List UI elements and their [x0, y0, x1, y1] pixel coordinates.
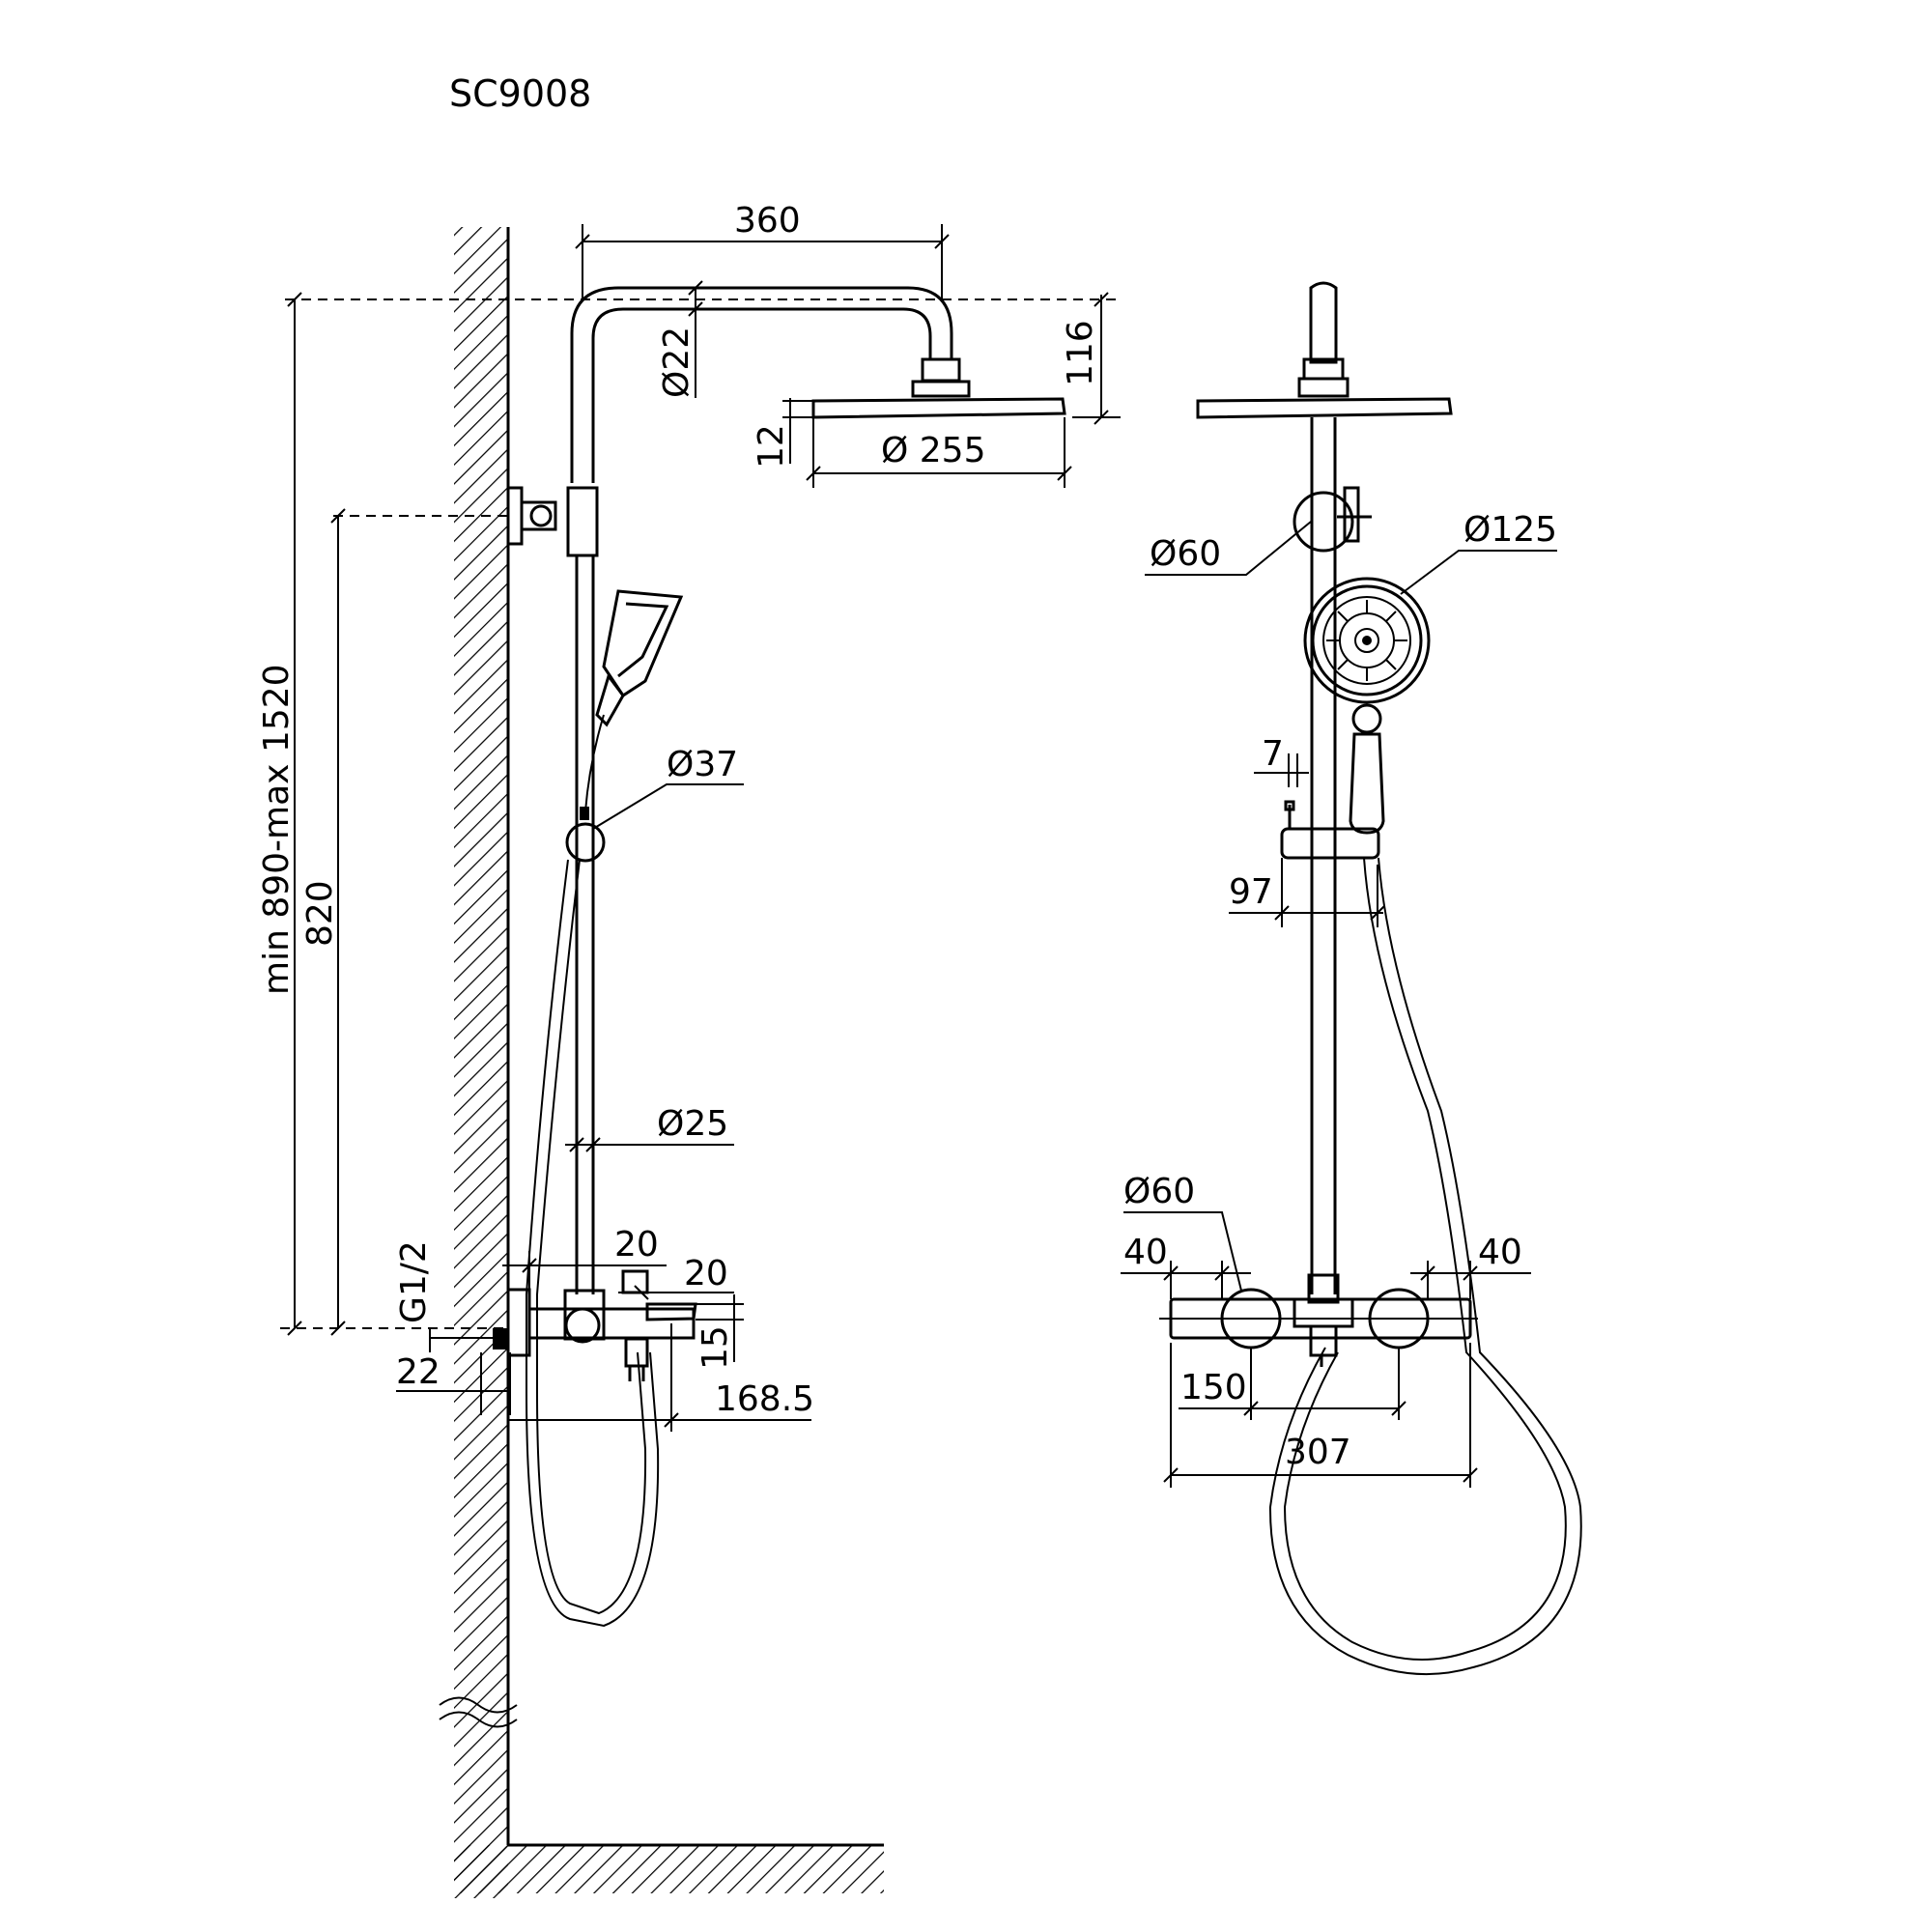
- dim-head-d255: Ø 255: [806, 417, 1072, 488]
- dim-gap-7: 7: [1254, 734, 1309, 787]
- dim-pipe-d22: Ø22: [657, 280, 703, 398]
- vertical-rail: [575, 555, 595, 1294]
- dim-gap-7-label: 7: [1262, 734, 1284, 774]
- dim-15-label: 15: [696, 1325, 735, 1370]
- dim-15: 15: [696, 1294, 744, 1370]
- front-arm-stub: [1297, 281, 1350, 398]
- dim-front-bracket-d60: Ø60: [1145, 521, 1312, 576]
- dim-360: 360: [575, 201, 950, 299]
- rain-shower-head: [811, 357, 1066, 419]
- dim-gap-97-label: 97: [1229, 872, 1273, 912]
- dim-pipe-d22-label: Ø22: [657, 327, 696, 398]
- dim-168-5: 168.5: [508, 1323, 814, 1432]
- dim-head-d255-label: Ø 255: [881, 431, 986, 470]
- dim-22-label: 22: [396, 1352, 440, 1392]
- dim-20a-label: 20: [614, 1225, 659, 1264]
- dim-height-range-label: min 890-max 1520: [257, 664, 297, 995]
- dim-20b: 20: [618, 1254, 734, 1300]
- dim-front-hand-d125-label: Ø125: [1463, 510, 1557, 550]
- dim-front-knob-d60: Ø60: [1123, 1172, 1242, 1292]
- dim-12: 12: [752, 398, 813, 469]
- front-hand-shower: [1303, 577, 1431, 835]
- dim-rail-d25-label: Ø25: [657, 1104, 728, 1144]
- dim-820-label: 820: [300, 880, 340, 947]
- hose-side: [536, 859, 647, 1615]
- hand-shower-side: [565, 589, 684, 863]
- dim-rail-d25: Ø25: [565, 1104, 734, 1152]
- dim-knob-40-right-label: 40: [1478, 1233, 1522, 1272]
- dim-12-label: 12: [752, 424, 791, 469]
- dim-thread-g12-label: G1/2: [394, 1240, 434, 1323]
- dim-holder-d37-label: Ø37: [667, 745, 738, 784]
- front-view: Ø60 Ø125 7 97 Ø60: [1121, 281, 1582, 1675]
- dim-thread-g12: G1/2: [394, 1240, 502, 1352]
- dim-820: 820: [300, 508, 346, 1336]
- overhead-pipe: [570, 286, 953, 483]
- model-title: SC9008: [449, 72, 591, 115]
- wall-bracket: [506, 486, 599, 557]
- dim-width-150-label: 150: [1180, 1368, 1247, 1407]
- front-rail: [1310, 417, 1337, 1294]
- dim-width-307: 307: [1163, 1343, 1478, 1488]
- hose-front: [1283, 857, 1567, 1661]
- dim-168-5-label: 168.5: [715, 1379, 814, 1419]
- dim-20b-label: 20: [684, 1254, 728, 1293]
- dim-knob-40-left-label: 40: [1123, 1233, 1168, 1272]
- front-slide-holder: [1280, 800, 1380, 860]
- dim-116: 116: [1061, 292, 1121, 425]
- dim-front-bracket-d60-label: Ø60: [1150, 534, 1221, 574]
- dim-gap-97: 97: [1229, 858, 1385, 927]
- side-view: 360 116 Ø22 12: [257, 201, 1121, 1898]
- front-mixer: [1159, 1273, 1478, 1367]
- dim-116-label: 116: [1061, 320, 1100, 386]
- dim-front-hand-d125: Ø125: [1400, 510, 1557, 595]
- front-bracket: [1293, 486, 1372, 553]
- dim-360-label: 360: [734, 201, 801, 241]
- dim-front-knob-d60-label: Ø60: [1123, 1172, 1195, 1211]
- dim-width-150: 150: [1179, 1348, 1406, 1420]
- dim-knob-40-left: 40: [1121, 1233, 1251, 1299]
- dim-knob-40-right: 40: [1410, 1233, 1531, 1299]
- dim-height-range: min 890-max 1520: [257, 292, 302, 1336]
- dim-20a: 20: [502, 1225, 667, 1299]
- wall: [439, 227, 884, 1898]
- dim-width-307-label: 307: [1285, 1433, 1351, 1472]
- dim-22: 22: [396, 1352, 511, 1415]
- front-rain-head: [1196, 397, 1453, 419]
- dim-holder-d37: Ø37: [592, 745, 744, 830]
